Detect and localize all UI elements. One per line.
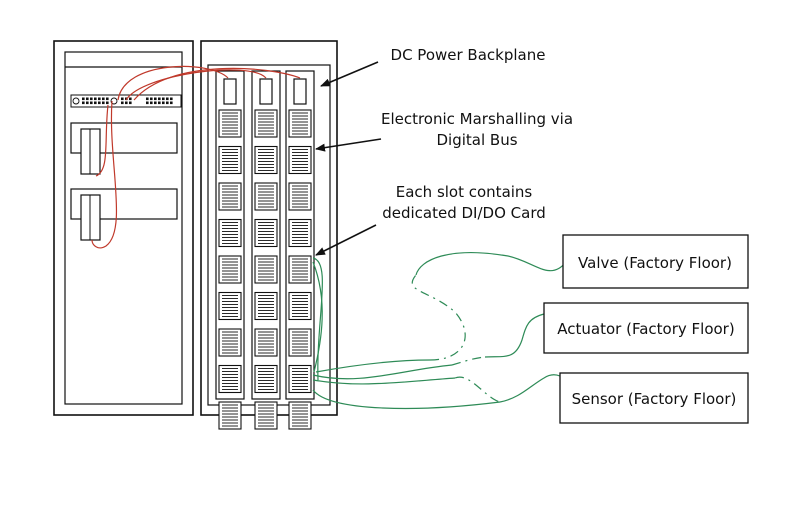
io-card [254, 328, 278, 357]
power-wiring [91, 65, 301, 249]
switch-port [158, 97, 161, 101]
power-module-2 [259, 78, 273, 105]
right-cabinet [200, 40, 338, 430]
switch-port [82, 101, 85, 105]
io-card [254, 109, 278, 138]
switch-port [102, 97, 105, 101]
switch-port [90, 101, 93, 105]
field-wiring [312, 252, 567, 410]
valve-label: Valve (Factory Floor) [578, 254, 732, 272]
sensor-device: Sensor (Factory Floor) [559, 372, 749, 424]
io-card [288, 328, 312, 357]
io-card [254, 401, 278, 430]
actuator-label: Actuator (Factory Floor) [557, 320, 734, 338]
switch-port [162, 97, 165, 101]
io-card [288, 291, 312, 321]
switch-port [106, 101, 109, 105]
io-card [254, 255, 278, 284]
switch-port [86, 97, 89, 101]
io-card [254, 218, 278, 248]
left-cabinet [53, 40, 194, 416]
io-card [218, 401, 242, 430]
io-card [218, 182, 242, 211]
switch-port [94, 97, 97, 101]
switch-port [162, 101, 165, 105]
io-card [218, 109, 242, 138]
switch-port [166, 97, 169, 101]
io-card [288, 218, 312, 248]
switch-port [170, 97, 173, 101]
callout-arrows [315, 61, 382, 256]
switch-port [170, 101, 173, 105]
sensor-label: Sensor (Factory Floor) [572, 390, 737, 408]
io-cards [218, 109, 312, 430]
switch-port [90, 97, 93, 101]
marshalling-column-1 [215, 70, 245, 400]
io-card [254, 182, 278, 211]
slot-label-line2: dedicated DI/DO Card [382, 204, 546, 222]
switch-port [121, 97, 124, 101]
io-module-1 [70, 122, 178, 175]
switch-port [150, 101, 153, 105]
switch-port [129, 97, 132, 101]
power-module-1 [223, 78, 237, 105]
switch-port [94, 101, 97, 105]
switch-port [129, 101, 132, 105]
switch-port [82, 97, 85, 101]
actuator-device: Actuator (Factory Floor) [543, 302, 749, 354]
switch-ports [82, 97, 173, 105]
switch-port [98, 101, 101, 105]
switch-port [166, 101, 169, 105]
left-cabinet-inner [64, 51, 183, 405]
slot-label-line1: Each slot contains [396, 183, 533, 201]
switch-port [106, 97, 109, 101]
marshalling-column-3 [285, 70, 315, 400]
slot-arrow [315, 224, 377, 256]
io-card [218, 255, 242, 284]
valve-device: Valve (Factory Floor) [562, 234, 749, 289]
network-switch [70, 94, 182, 108]
backplane-arrow [320, 61, 379, 87]
marshalling-label-line2: Digital Bus [436, 131, 517, 149]
switch-port [158, 101, 161, 105]
io-module-2 [70, 188, 178, 241]
backplane-label: DC Power Backplane [391, 46, 546, 64]
io-card [288, 364, 312, 394]
switch-port [154, 97, 157, 101]
io-card [254, 145, 278, 175]
io-card [218, 328, 242, 357]
switch-port [86, 101, 89, 105]
io-card [218, 291, 242, 321]
switch-port [121, 101, 124, 105]
switch-port [98, 97, 101, 101]
switch-port [125, 101, 128, 105]
switch-port [146, 101, 149, 105]
io-card [288, 145, 312, 175]
io-card [288, 255, 312, 284]
io-card [218, 364, 242, 394]
marshalling-label-line1: Electronic Marshalling via [381, 110, 573, 128]
switch-port [146, 97, 149, 101]
left-cabinet-frame [53, 40, 194, 416]
io-card [218, 218, 242, 248]
io-card [254, 364, 278, 394]
power-module-3 [293, 78, 307, 105]
marshalling-arrow [315, 138, 382, 152]
io-card [288, 401, 312, 430]
switch-port [102, 101, 105, 105]
io-card [254, 291, 278, 321]
switch-port [150, 97, 153, 101]
io-card [288, 109, 312, 138]
io-card [218, 145, 242, 175]
switch-port [154, 101, 157, 105]
field-wiring-dashed [411, 274, 501, 403]
io-card [288, 182, 312, 211]
